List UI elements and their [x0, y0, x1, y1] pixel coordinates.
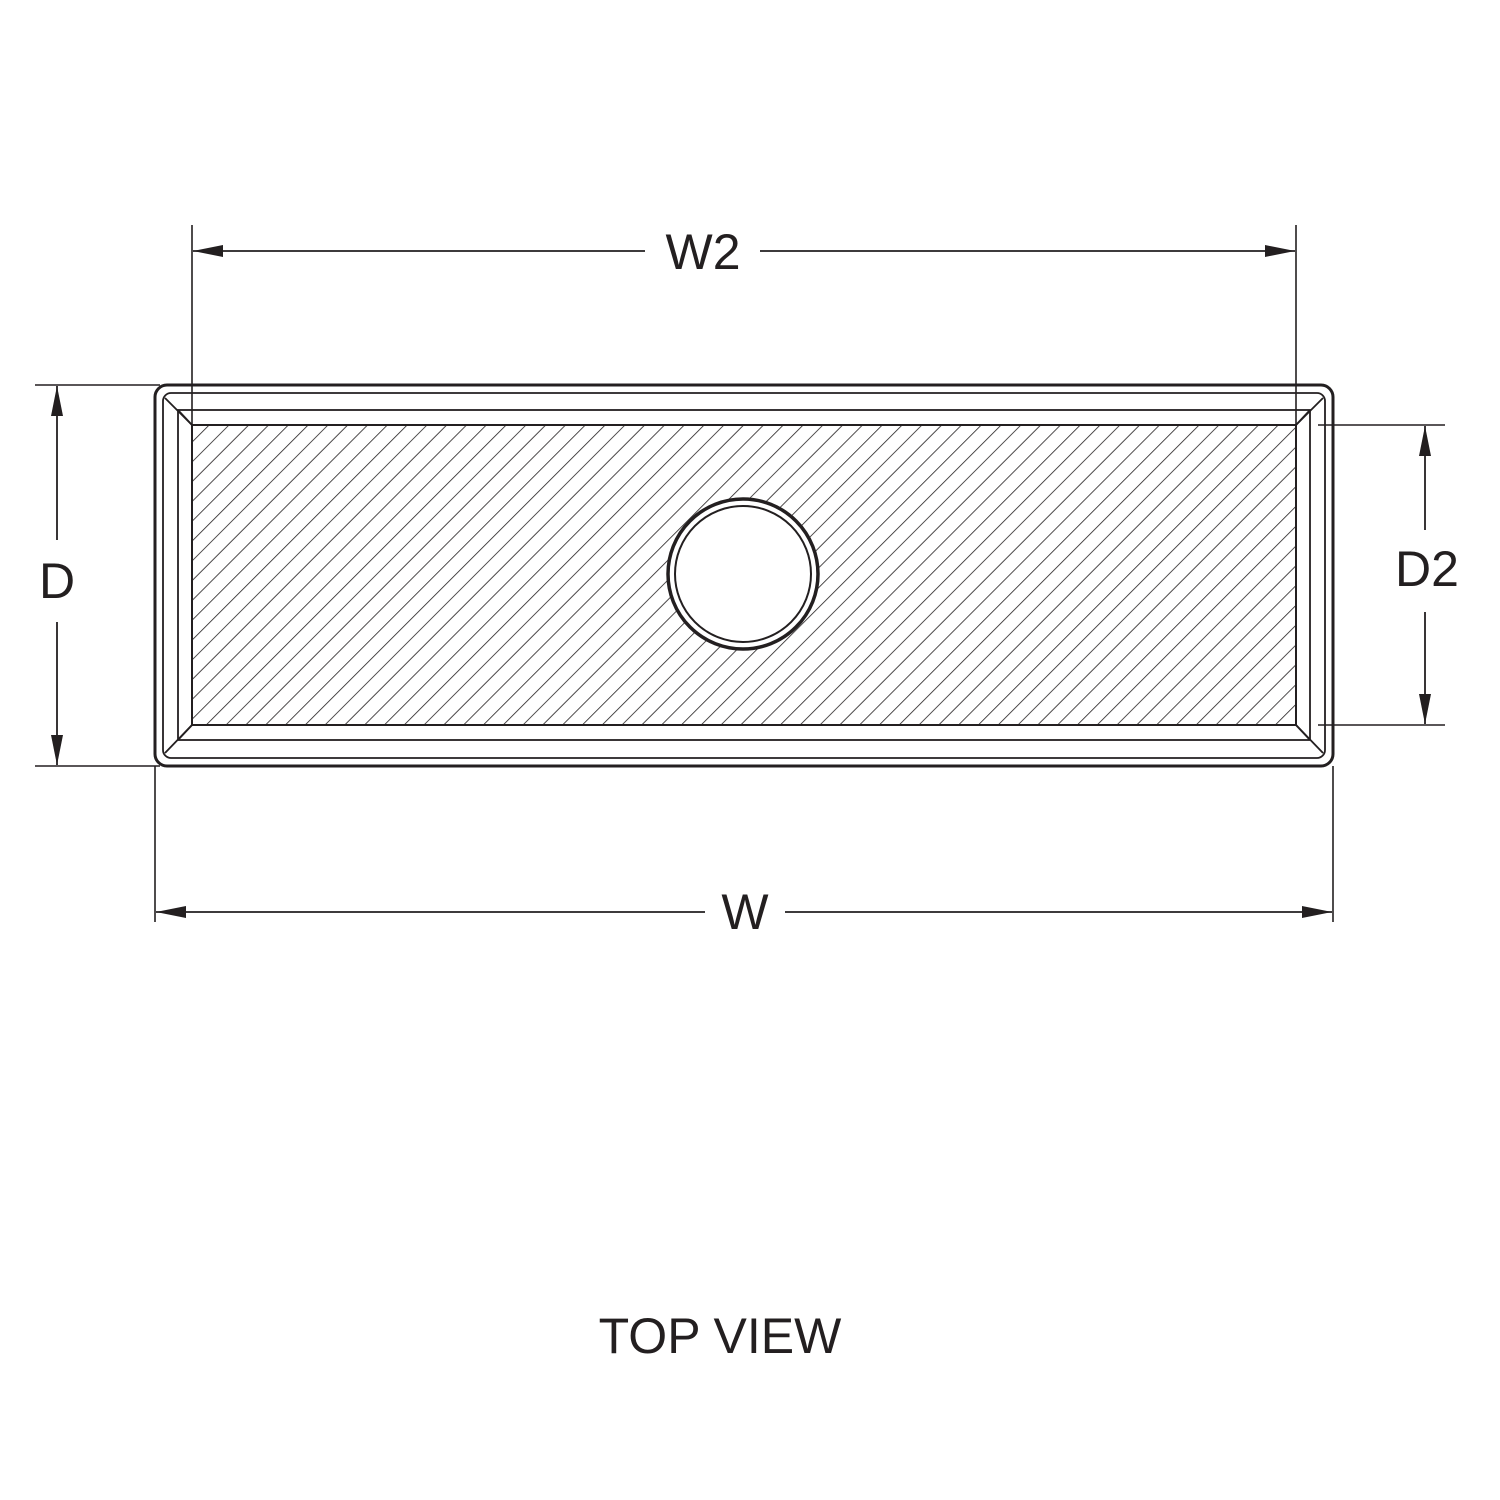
extension-lines: [35, 225, 1445, 922]
corner-bevels: [164, 397, 1324, 754]
d2-label: D2: [1395, 541, 1459, 597]
drain-hole-outer: [666, 497, 820, 651]
drain-hole-inner: [674, 505, 812, 643]
w2-label: W2: [666, 224, 741, 280]
outer-edge-inner: [162, 392, 1326, 759]
w-label: W: [721, 884, 769, 940]
d-label: D: [39, 553, 75, 609]
view-title: TOP VIEW: [599, 1308, 842, 1364]
bevel-band: [177, 409, 1311, 741]
outer-edge: [153, 383, 1335, 768]
